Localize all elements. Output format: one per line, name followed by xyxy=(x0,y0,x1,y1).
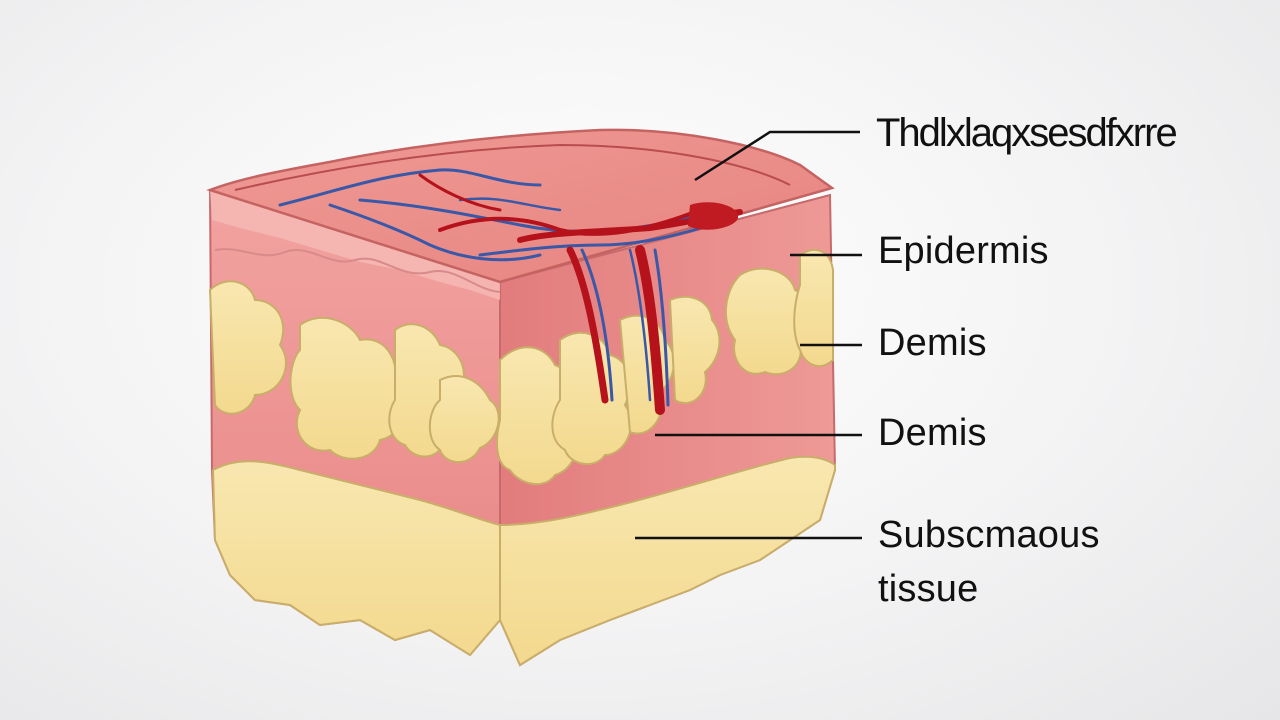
dermis-label-1: Demis xyxy=(878,322,987,364)
subcutaneous-label-line1: Subscmaous xyxy=(878,514,1100,556)
dermis-label-2: Demis xyxy=(878,412,987,454)
top-surface xyxy=(206,128,835,284)
subcutaneous-label-line2: tissue xyxy=(878,568,979,610)
subcutaneous-tissue-label: Subscmaous tissue xyxy=(878,508,1100,616)
epidermis-label: Epidermis xyxy=(878,230,1049,272)
subcutaneous-layer-side xyxy=(499,455,836,667)
subcutaneous-layer-front xyxy=(211,460,501,657)
descending-vessels xyxy=(566,245,670,415)
leader-line-top xyxy=(694,130,860,182)
leader-lines xyxy=(635,130,862,540)
dermal-fat-lobules xyxy=(208,280,579,485)
top-layer-label: Thdlxlaqxsesdfxrre xyxy=(876,111,1178,155)
artery-bulb xyxy=(688,202,739,230)
